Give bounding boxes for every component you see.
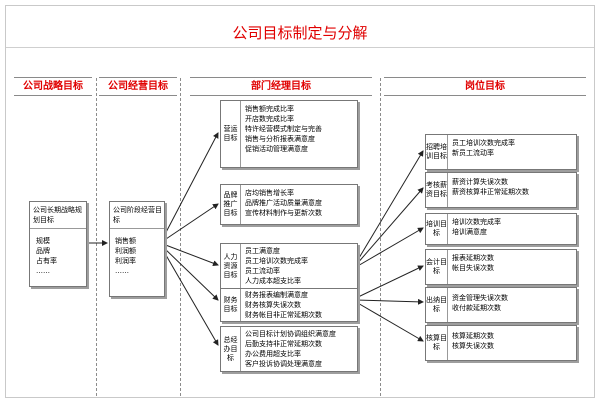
list-item: 规模 bbox=[36, 237, 50, 245]
column-header-position: 岗位目标 bbox=[384, 77, 586, 96]
dept-goal-box-gm-office: 总经办目标 公司目标计划协调组织满意度 后勤支持非正常延期次数 办公费用超支比率… bbox=[220, 326, 358, 372]
dept-goal-title: 总经办目标 bbox=[221, 327, 241, 371]
column-divider bbox=[96, 78, 97, 396]
list-item: 员工培训次数完成率 bbox=[452, 139, 515, 147]
arrow-finance-to-audit bbox=[355, 301, 424, 342]
list-item: 新员工流动率 bbox=[452, 149, 494, 157]
list-item: 员工满意度 bbox=[245, 247, 280, 255]
dept-goal-items: 员工满意度 员工培训次数完成率 员工流动率 人力成本超支比率 bbox=[245, 246, 355, 286]
column-header-department: 部门经理目标 bbox=[190, 77, 372, 96]
list-item: 资金管理失误次数 bbox=[452, 294, 508, 302]
list-item: …… bbox=[115, 267, 129, 275]
list-item: 核算延期次数 bbox=[452, 332, 494, 340]
list-item: 销售额完成比率 bbox=[245, 105, 294, 113]
position-goal-box-cashier: 出纳目标 资金管理失误次数 收付款延期次数 bbox=[425, 287, 577, 323]
list-item: 品牌推广活动质量满意度 bbox=[245, 199, 322, 207]
arrow-operation-to-brand bbox=[162, 203, 219, 242]
position-goal-title: 考核薪资目标 bbox=[426, 173, 448, 207]
dept-goal-box-hr: 人力资源目标 员工满意度 员工培训次数完成率 员工流动率 人力成本超支比率 bbox=[220, 243, 358, 289]
list-item: 薪资计算失误次数 bbox=[452, 178, 508, 186]
position-goal-items: 核算延期次数 核算失误次数 bbox=[452, 331, 574, 351]
strategy-goal-title: 公司长期战略规划目标 bbox=[30, 202, 86, 229]
list-item: 财务核算失误次数 bbox=[245, 301, 301, 309]
position-goal-items: 报表延期次数 帐目失误次数 bbox=[452, 253, 574, 273]
position-goal-box-accounting: 会计目标 报表延期次数 帐目失误次数 bbox=[425, 249, 577, 285]
column-header-operation: 公司经营目标 bbox=[99, 77, 177, 96]
arrow-finance-to-cashier bbox=[355, 298, 424, 305]
position-goal-title: 会计目标 bbox=[426, 250, 448, 284]
arrow-operation-to-operations bbox=[162, 132, 219, 239]
list-item: 财务帐目非正常延期次数 bbox=[245, 311, 322, 319]
list-item: 销售额 bbox=[115, 237, 136, 245]
list-item: 特许经营模式制定与完善 bbox=[245, 125, 322, 133]
arrow-operation-to-hr bbox=[162, 243, 219, 267]
dept-goal-items: 财务报表编制满意度 财务核算失误次数 财务帐目非正常延期次数 bbox=[245, 290, 355, 320]
strategy-goal-box: 公司长期战略规划目标 规模 品牌 占有率 …… bbox=[29, 201, 87, 287]
list-item: 公司目标计划协调组织满意度 bbox=[245, 330, 336, 338]
list-item: 占有率 bbox=[36, 257, 57, 265]
list-item: 人力成本超支比率 bbox=[245, 277, 301, 285]
list-item: 薪资核算非正常延期次数 bbox=[452, 188, 529, 196]
arrow-operation-to-gm-office bbox=[162, 249, 219, 346]
list-item: 帐目失误次数 bbox=[452, 264, 494, 272]
list-item: 店均销售增长率 bbox=[245, 189, 294, 197]
list-item: 销售与分析报表满意度 bbox=[245, 135, 315, 143]
list-item: …… bbox=[36, 267, 50, 275]
list-item: 财务报表编制满意度 bbox=[245, 291, 308, 299]
strategy-goal-items: 规模 品牌 占有率 …… bbox=[36, 236, 57, 276]
list-item: 收付款延期次数 bbox=[452, 304, 501, 312]
operation-goal-title: 公司阶段经营目标 bbox=[110, 202, 164, 229]
list-item: 员工流动率 bbox=[245, 267, 280, 275]
list-item: 宣传材料制作与更新次数 bbox=[245, 209, 322, 217]
list-item: 核算失误次数 bbox=[452, 342, 494, 350]
list-item: 报表延期次数 bbox=[452, 254, 494, 262]
list-item: 办公费用超支比率 bbox=[245, 350, 301, 358]
position-goal-title: 出纳目标 bbox=[426, 288, 448, 322]
position-goal-title: 培训目标 bbox=[426, 214, 448, 244]
title-divider bbox=[6, 47, 594, 48]
dept-goal-title: 品牌推广目标 bbox=[221, 185, 241, 224]
column-divider bbox=[180, 78, 181, 396]
position-goal-box-payroll: 考核薪资目标 薪资计算失误次数 薪资核算非正常延期次数 bbox=[425, 172, 577, 208]
arrow-hr-to-training bbox=[355, 227, 424, 268]
arrow-hr-to-recruit bbox=[355, 150, 424, 264]
position-goal-items: 资金管理失误次数 收付款延期次数 bbox=[452, 293, 574, 313]
position-goal-items: 薪资计算失误次数 薪资核算非正常延期次数 bbox=[452, 177, 574, 197]
list-item: 员工培训次数完成率 bbox=[245, 257, 308, 265]
operation-goal-items: 销售额 利润额 利润率 …… bbox=[115, 236, 136, 276]
dept-goal-box-operations: 营运目标 销售额完成比率 开店数完成比率 特许经营模式制定与完善 销售与分析报表… bbox=[220, 100, 358, 168]
position-goal-items: 员工培训次数完成率 新员工流动率 bbox=[452, 138, 574, 158]
position-goal-title: 招聘培训目标 bbox=[426, 135, 448, 169]
diagram-title: 公司目标制定与分解 bbox=[232, 24, 368, 42]
list-item: 利润率 bbox=[115, 257, 136, 265]
arrow-operation-to-finance bbox=[162, 246, 219, 301]
list-item: 客户投诉协调处理满意度 bbox=[245, 360, 322, 368]
arrow-hr-to-payroll bbox=[355, 187, 424, 266]
list-item: 品牌 bbox=[36, 247, 50, 255]
operation-goal-box: 公司阶段经营目标 销售额 利润额 利润率 …… bbox=[109, 201, 165, 297]
dept-goal-items: 店均销售增长率 品牌推广活动质量满意度 宣传材料制作与更新次数 bbox=[245, 188, 355, 218]
position-goal-box-training: 培训目标 培训次数完成率 培训满意度 bbox=[425, 213, 577, 245]
list-item: 利润额 bbox=[115, 247, 136, 255]
position-goal-box-audit: 核算目标 核算延期次数 核算失误次数 bbox=[425, 325, 577, 361]
position-goal-title: 核算目标 bbox=[426, 326, 448, 360]
arrow-finance-to-accounting bbox=[355, 265, 424, 299]
list-item: 培训满意度 bbox=[452, 228, 487, 236]
column-header-strategy: 公司战略目标 bbox=[14, 77, 92, 96]
position-goal-items: 培训次数完成率 培训满意度 bbox=[452, 217, 574, 237]
dept-goal-title: 财务目标 bbox=[221, 289, 241, 321]
dept-goal-box-brand: 品牌推广目标 店均销售增长率 品牌推广活动质量满意度 宣传材料制作与更新次数 bbox=[220, 184, 358, 225]
dept-goal-title: 人力资源目标 bbox=[221, 244, 241, 288]
position-goal-box-recruit: 招聘培训目标 员工培训次数完成率 新员工流动率 bbox=[425, 134, 577, 170]
dept-goal-items: 销售额完成比率 开店数完成比率 特许经营模式制定与完善 销售与分析报表满意度 促… bbox=[245, 104, 355, 154]
dept-goal-box-finance: 财务目标 财务报表编制满意度 财务核算失误次数 财务帐目非正常延期次数 bbox=[220, 288, 358, 322]
list-item: 开店数完成比率 bbox=[245, 115, 294, 123]
dept-goal-title: 营运目标 bbox=[221, 101, 241, 167]
list-item: 后勤支持非正常延期次数 bbox=[245, 340, 322, 348]
list-item: 促销活动管理满意度 bbox=[245, 145, 308, 153]
list-item: 培训次数完成率 bbox=[452, 218, 501, 226]
dept-goal-items: 公司目标计划协调组织满意度 后勤支持非正常延期次数 办公费用超支比率 客户投诉协… bbox=[245, 329, 355, 369]
